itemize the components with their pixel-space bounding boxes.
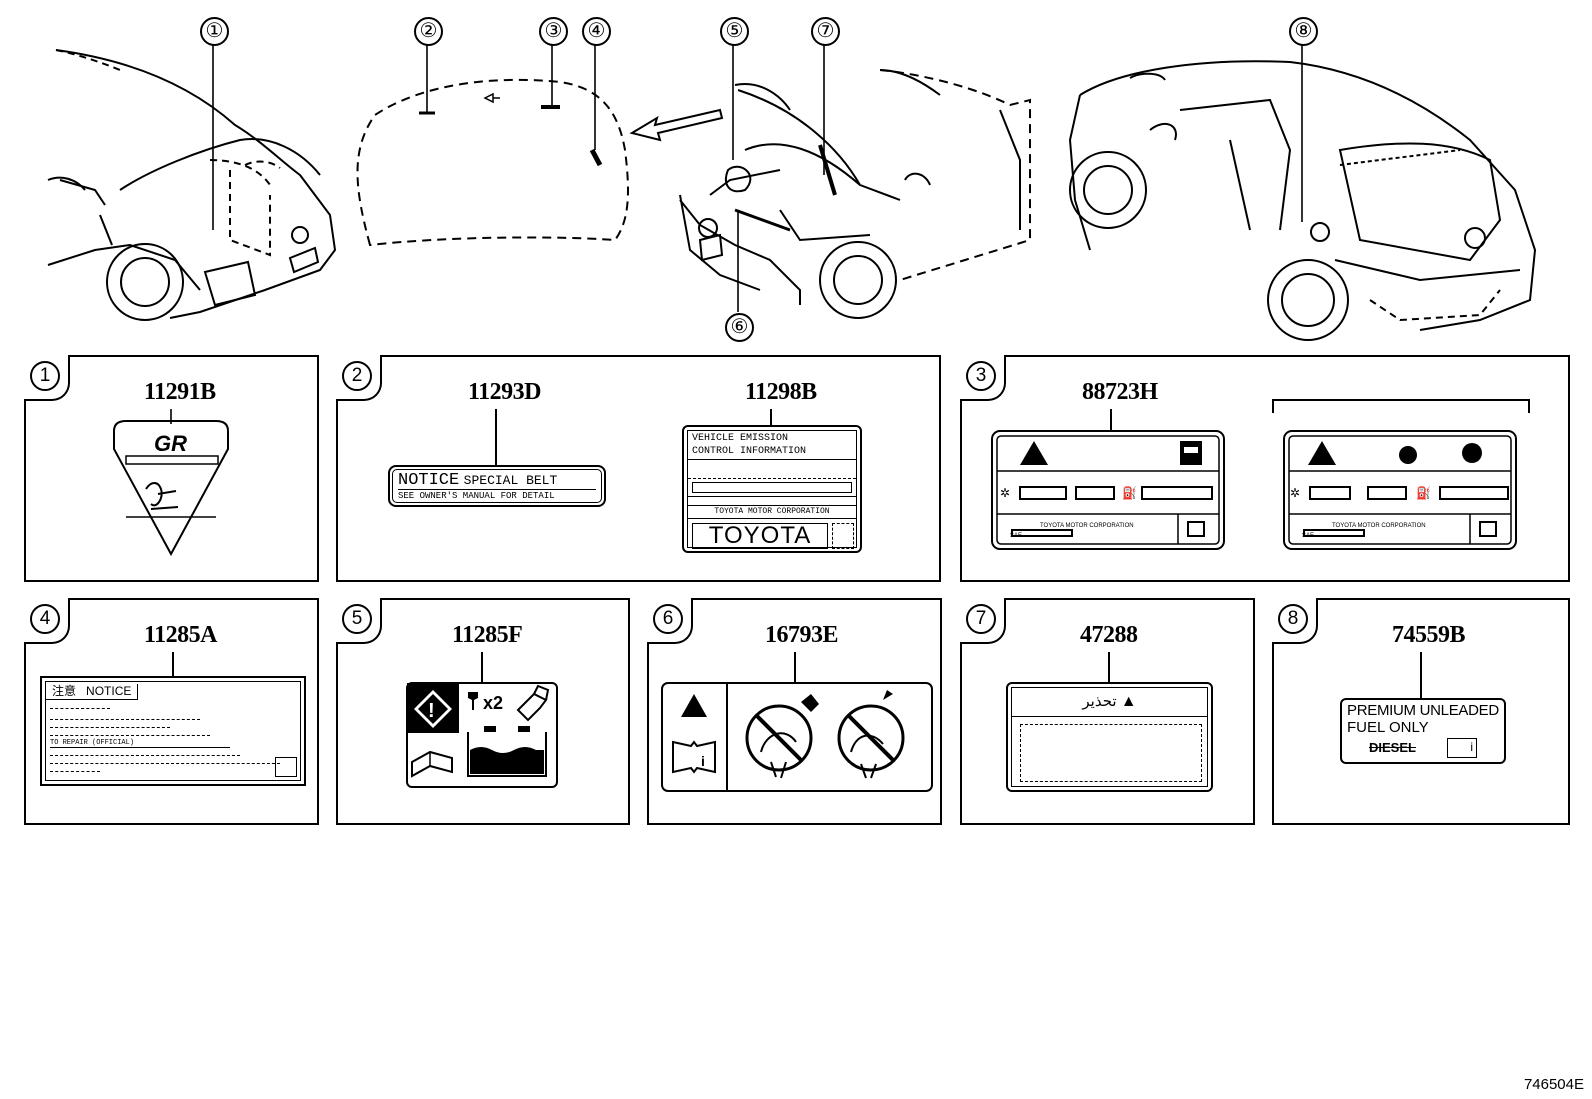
svg-text:!: ! [428,700,435,722]
notice-title: NOTICE [398,471,460,490]
part-number: 11298B [745,379,817,405]
panel-number: 4 [30,604,60,634]
callout-4: ④ [582,17,611,46]
panel-number: 3 [966,361,996,391]
coolant-x2: x2 [483,693,503,713]
panel-number: 8 [1278,604,1308,634]
airbag-warning-label: i [661,682,933,792]
caution-a-sae: SAE [1010,533,1022,539]
fuel-diesel-crossed: DIESEL [1369,740,1416,755]
vehicle-illustration [47,44,1537,341]
panel-number: 7 [966,604,996,634]
car-rear-drawing [1068,60,1537,341]
notice-line2: SEE OWNER'S MANUAL FOR DETAIL [398,489,596,502]
caution-a-corp: TOYOTA MOTOR CORPORATION [1040,523,1134,529]
caution-label-a: ✲ ⛽ TOYOTA MOTOR CORPORATION SAE [991,430,1225,550]
callout-5: ⑤ [720,17,749,46]
notice-repair-line: TO REPAIR (OFFICIAL) [50,739,230,748]
notice-en-header: NOTICE [86,684,132,698]
panel-number: 1 [30,361,60,391]
svg-text:⛽: ⛽ [1122,486,1137,500]
part-number: 16793E [765,622,839,648]
emission-brand: TOYOTA [692,523,828,549]
car-engine-bay-drawing [679,69,1031,319]
part-number: 88723H [1082,379,1158,405]
callout-2: ② [414,17,443,46]
caution-b-corp: TOYOTA MOTOR CORPORATION [1332,523,1426,529]
part-number: 47288 [1080,622,1138,648]
gr-emblem-label: GR [113,409,229,557]
callout-6: ⑥ [725,313,754,342]
hood-drawing [356,78,629,247]
svg-text:✲: ✲ [1290,486,1300,500]
callout-8: ⑧ [1289,17,1318,46]
arabic-warning-label: تحذير ▲ [1006,682,1213,792]
notice-subtitle: SPECIAL BELT [463,473,558,488]
part-number: 74559B [1392,622,1466,648]
panel-number: 6 [653,604,683,634]
emission-line1: VEHICLE EMISSION [692,433,789,444]
emission-line2: CONTROL INFORMATION [692,446,807,457]
notice-repair-label: 注意 NOTICE TO REPAIR (OFFICIAL) [40,676,306,786]
panel-7: 7 47288 تحذير ▲ [960,598,1255,825]
warning-triangle-icon: ▲ [1120,693,1137,710]
fuel-line1: PREMIUM UNLEADED [1347,702,1499,719]
emission-corp: TOYOTA MOTOR CORPORATION [688,505,856,519]
owners-manual-icon: i [1447,738,1477,758]
fuel-label: PREMIUM UNLEADED FUEL ONLY DIESEL i [1340,698,1506,764]
panel-1: 1 11291B GR [24,355,319,582]
panel-number: 5 [342,604,372,634]
svg-text:⛽: ⛽ [1416,486,1431,500]
panel-3: 3 88723H ✲ ⛽ TOYOTA MOTOR CORPORATION SA… [960,355,1570,582]
callout-7: ⑦ [811,17,840,46]
part-number: 11285F [452,622,523,648]
car-front-left-drawing [47,49,337,321]
panel-4: 4 11285A 注意 NOTICE TO REPAIR (OFFICIAL) [24,598,319,825]
coolant-warning-label: ! x2 [406,682,558,788]
svg-text:✲: ✲ [1000,486,1010,500]
reference-number: 746504E [1523,1076,1584,1093]
panel-2: 2 11293D 11298B NOTICE SPECIAL BELT SEE … [336,355,941,582]
part-number: 11285A [144,622,218,648]
callout-3: ③ [539,17,568,46]
panel-number: 2 [342,361,372,391]
caution-label-b: ✲ ⛽ TOYOTA MOTOR CORPORATION SAE [1283,430,1517,550]
notice-jp-header: 注意 [52,684,77,698]
fuel-line2: FUEL ONLY [1347,719,1429,736]
emission-control-label: VEHICLE EMISSION CONTROL INFORMATION TOY… [682,425,862,553]
svg-text:i: i [701,753,705,769]
caution-b-sae: SAE [1302,533,1314,539]
panel-8: 8 74559B PREMIUM UNLEADED FUEL ONLY DIES… [1272,598,1570,825]
part-number: 11291B [144,379,216,405]
arabic-warning-text: تحذير [1082,693,1117,710]
gr-logo-text: GR [154,431,187,456]
callout-1: ① [200,17,229,46]
panel-5: 5 11285F ! x2 [336,598,630,825]
panel-6: 6 16793E i [647,598,942,825]
part-number: 11293D [468,379,542,405]
notice-special-belt-label: NOTICE SPECIAL BELT SEE OWNER'S MANUAL F… [388,465,606,507]
